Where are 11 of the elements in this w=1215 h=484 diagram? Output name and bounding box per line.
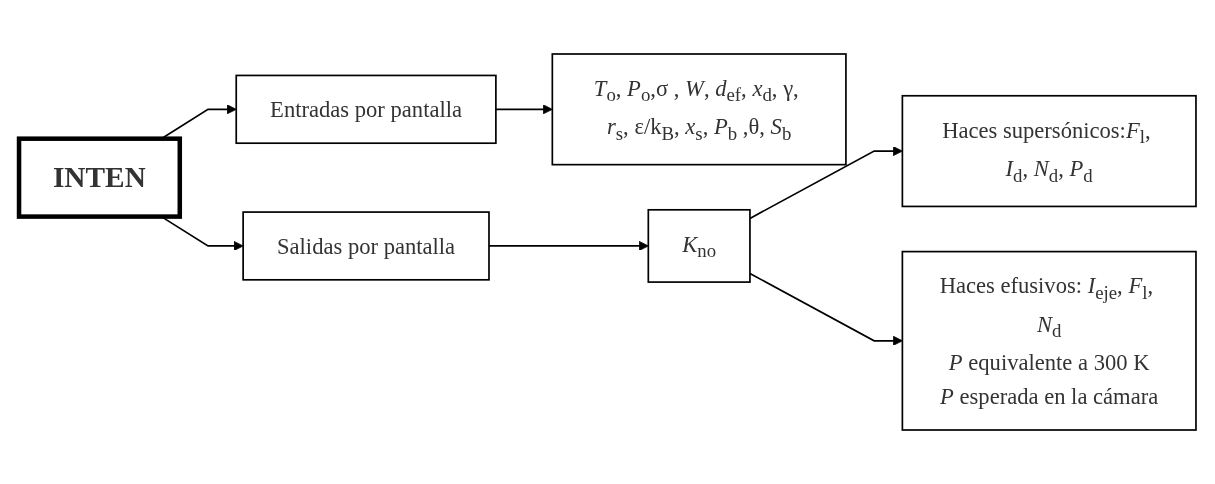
arrow: [488, 241, 649, 251]
node-box: Haces efusivos: I$_{eje}$, F$_{l}$, N$_{d}$ P equivalente a 300 K P esperada en la cámara: [901, 250, 1197, 431]
node-box: Entradas por pantalla: [235, 74, 497, 145]
arrow: [495, 104, 553, 115]
node-box: T$_{o}$, P$_{o}$,σ , W, d$_{ef}$, x$_{d}$, γ, r$_{s}$, ε/k$_{B}$, x$_{s}$, P$_{b}$ ,θ, S$_{b}$: [551, 53, 847, 166]
node-box: K$_{no}$: [647, 208, 751, 283]
node-box: Salidas por pantalla: [242, 211, 490, 281]
arrow: [749, 146, 903, 220]
arrow: [749, 272, 903, 346]
node-box: INTEN: [16, 136, 183, 219]
node-box: Haces supersónicos:F$_{l}$, I$_{d}$, N$_{d}$, P$_{d}$: [901, 94, 1197, 208]
